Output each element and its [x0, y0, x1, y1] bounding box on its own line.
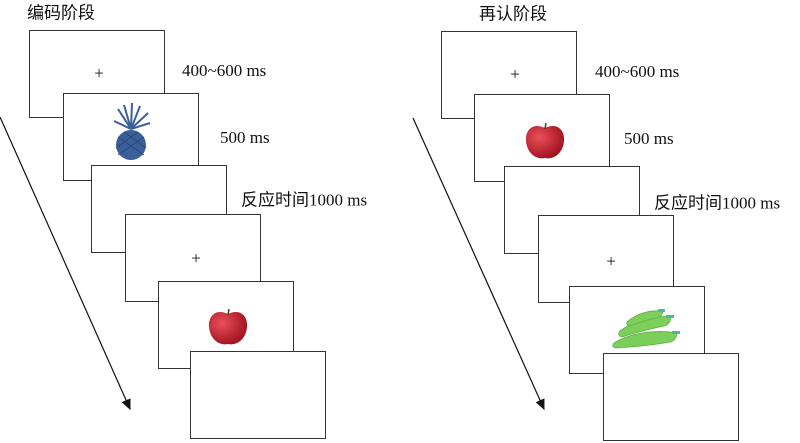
duration-label-fixation: 400~600 ms [595, 62, 680, 81]
fixation-cross: + [191, 248, 201, 268]
fixation-cross: + [510, 64, 520, 84]
screen-blank [190, 351, 326, 439]
apple-image [208, 308, 248, 345]
duration-label-stimulus: 500 ms [220, 128, 270, 147]
apple-image [525, 122, 565, 159]
duration-label-response: 反应时间1000 ms [654, 193, 781, 213]
duration-label-stimulus: 500 ms [624, 129, 674, 148]
pineapple-image [113, 103, 151, 160]
fixation-cross: + [606, 251, 616, 271]
duration-label-fixation: 400~600 ms [182, 61, 267, 80]
recognition-phase-title: 再认阶段 [479, 4, 547, 25]
fixation-cross: + [94, 63, 104, 83]
encoding-phase-title: 编码阶段 [27, 3, 95, 24]
duration-label-response: 反应时间1000 ms [241, 190, 368, 210]
screen-blank [603, 353, 739, 441]
green-vegetable-image [612, 309, 680, 349]
